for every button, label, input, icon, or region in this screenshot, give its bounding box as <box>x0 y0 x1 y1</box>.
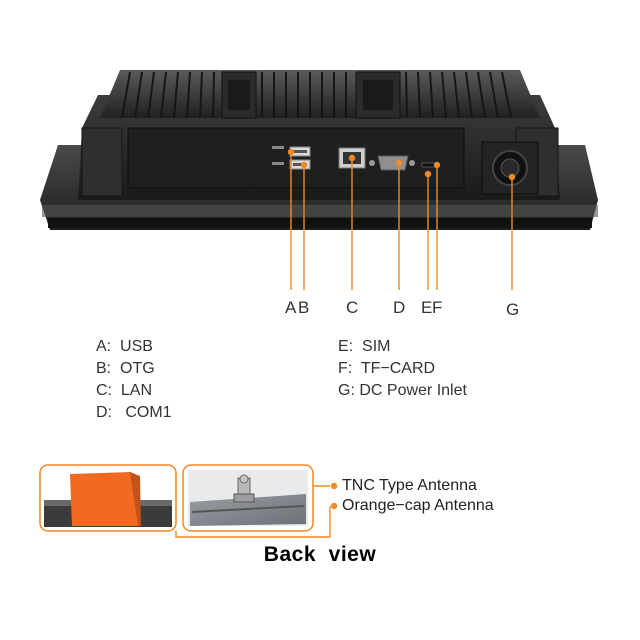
heat-sink-fins <box>100 70 540 119</box>
callout-d: D <box>393 298 406 317</box>
com1-port <box>369 155 415 171</box>
legend-left: A: USB B: OTG C: LAN D: COM1 <box>96 336 172 424</box>
io-panel <box>127 127 465 189</box>
legend-item-lan: C: LAN <box>96 382 153 399</box>
legend-item-tf-card: F: TF−CARD <box>338 360 436 377</box>
back-view-caption: Back view <box>263 543 377 566</box>
callout-e: E <box>421 298 433 317</box>
tnc-antenna-label: TNC Type Antenna <box>342 477 477 494</box>
legend-item-usb: A: USB <box>96 338 153 355</box>
callout-f: F <box>432 298 443 317</box>
legend-item-dc-power: G: DC Power Inlet <box>338 382 467 399</box>
orange-cap-antenna-photo <box>39 464 177 532</box>
legend-right: E: SIM F: TF−CARD G: DC Power Inlet <box>338 336 467 402</box>
otg-port <box>289 159 311 170</box>
callout-g: G <box>506 300 520 319</box>
callout-c: C <box>346 298 359 317</box>
legend-item-sim: E: SIM <box>338 338 391 355</box>
legend-item-otg: B: OTG <box>96 360 155 377</box>
callout-lines <box>287 148 516 290</box>
antenna-callout-lines <box>175 482 338 538</box>
callout-b: B <box>298 298 310 317</box>
legend-item-com1: D: COM1 <box>96 404 172 421</box>
dc-power-inlet <box>481 141 539 195</box>
orange-cap-antenna-label: Orange−cap Antenna <box>342 497 494 514</box>
tnc-antenna-photo <box>182 464 314 532</box>
callout-a: A <box>285 298 297 317</box>
